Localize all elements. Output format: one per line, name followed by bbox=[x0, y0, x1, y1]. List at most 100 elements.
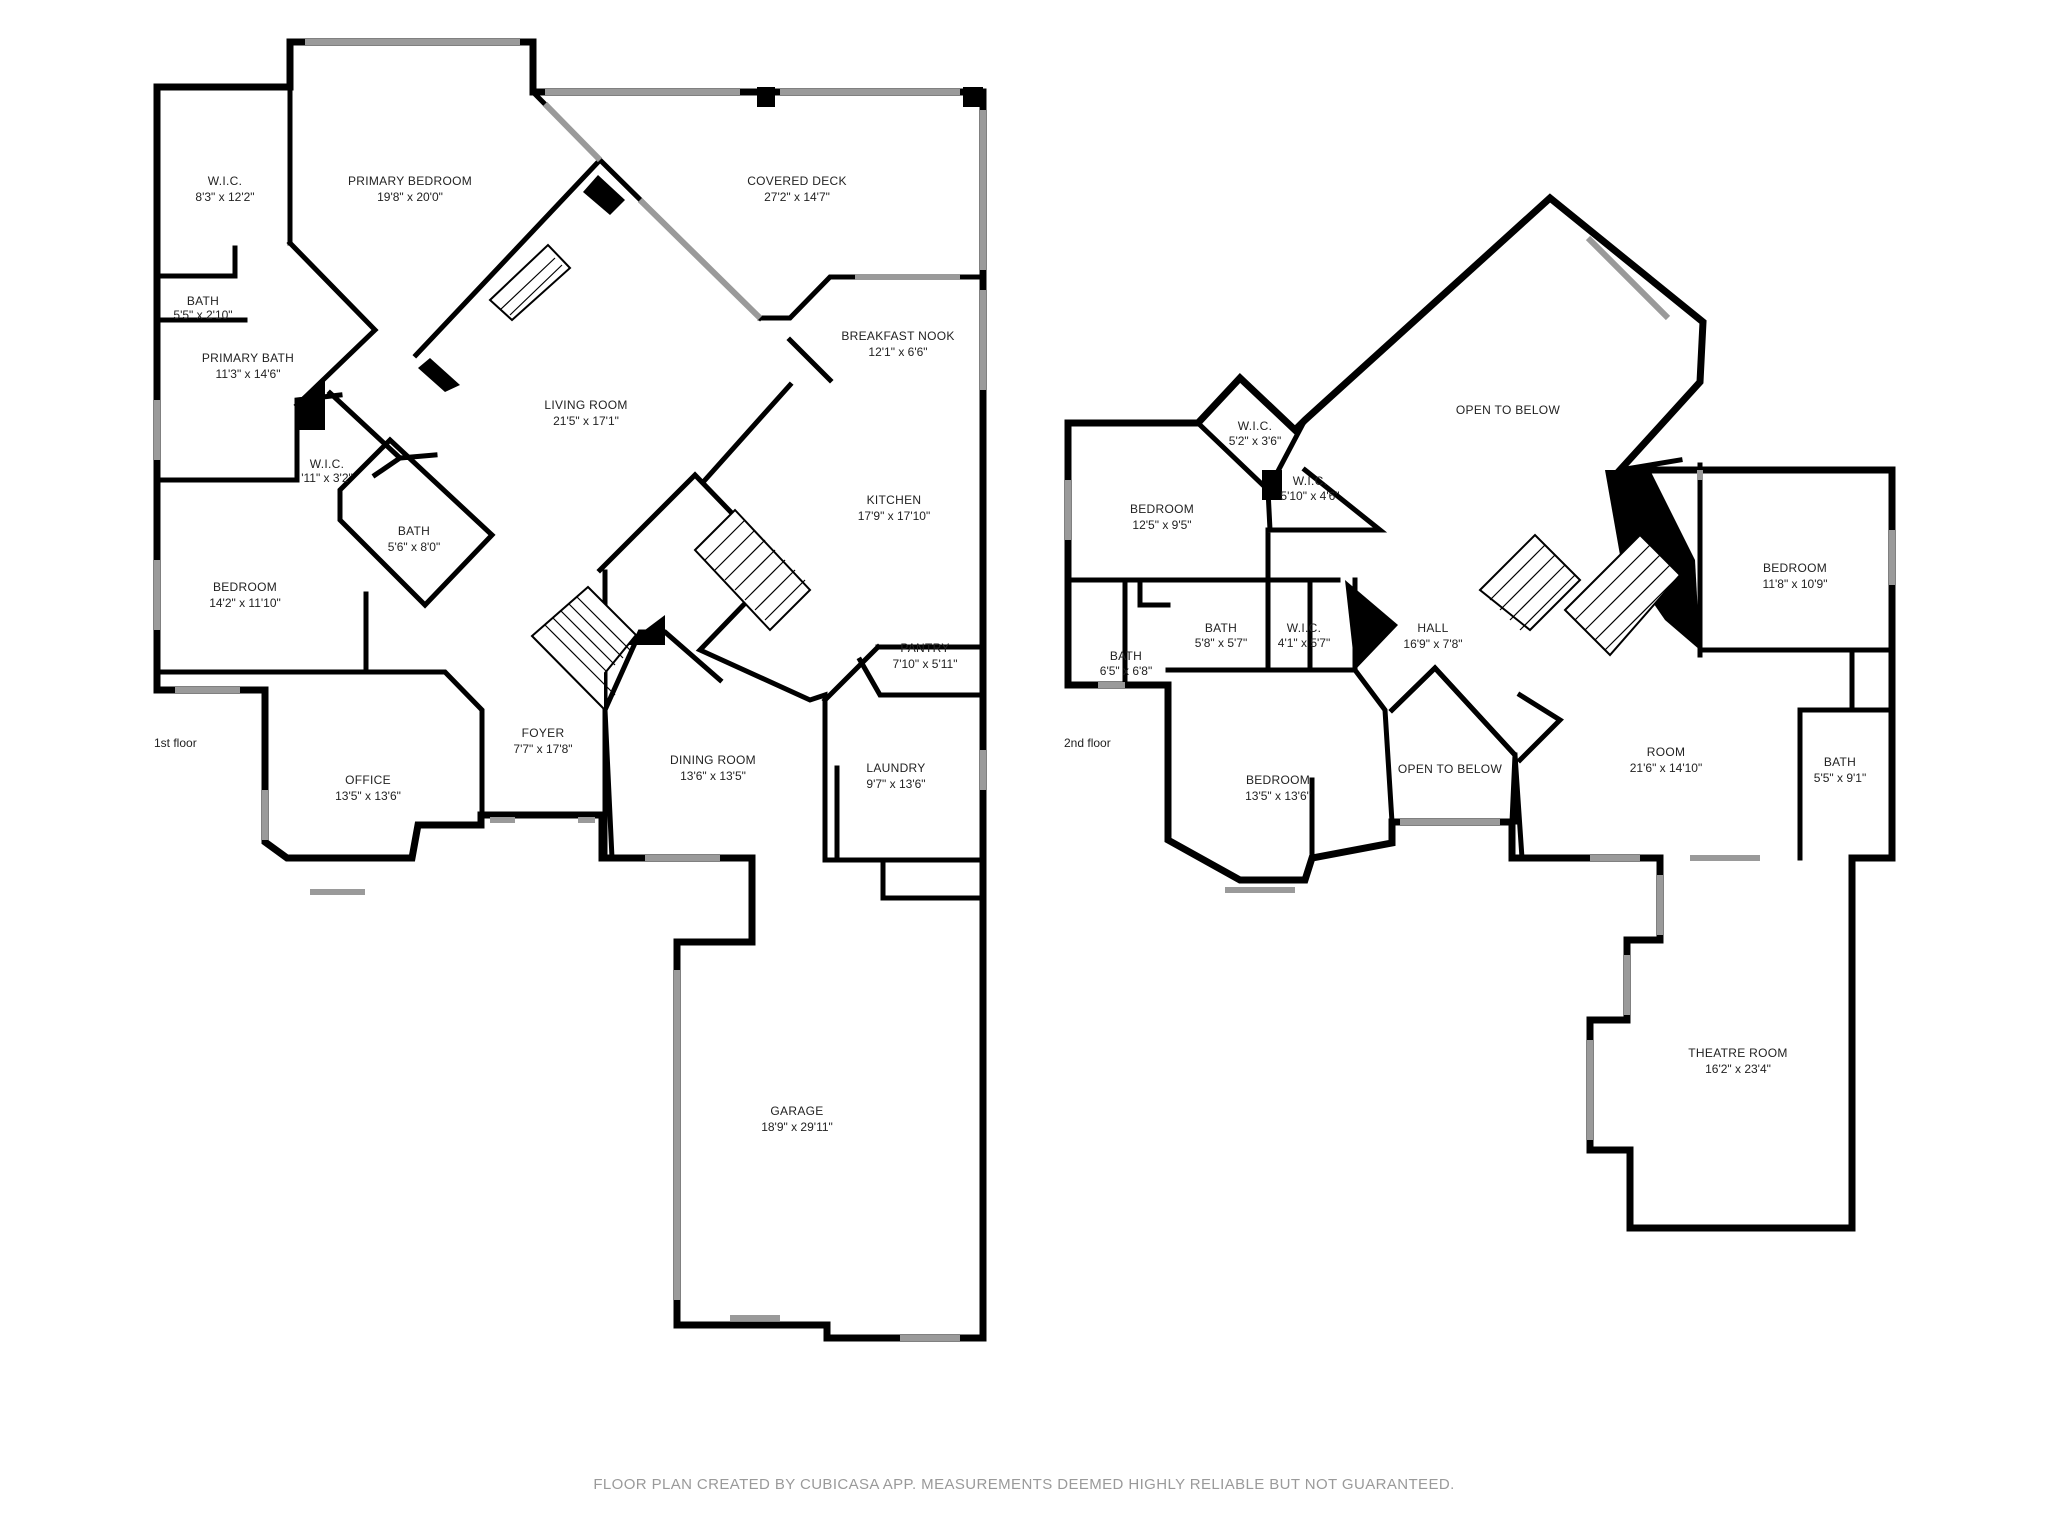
first-floor-exterior-wall bbox=[153, 38, 987, 1342]
room-dimensions: 5'6" x 8'0" bbox=[388, 540, 440, 554]
room-wic-small: W.I.C. '11" x 3'2" bbox=[301, 457, 353, 485]
room-name: ROOM bbox=[1647, 745, 1686, 759]
room-name: PRIMARY BEDROOM bbox=[348, 174, 472, 188]
room-name: BATH bbox=[1110, 649, 1142, 663]
room-garage: GARAGE 18'9" x 29'11" bbox=[761, 1104, 833, 1134]
open-to-below-chevron bbox=[1388, 664, 1518, 825]
first-floor-interior-walls-left bbox=[154, 84, 496, 818]
room-dimensions: 21'5" x 17'1" bbox=[553, 414, 619, 428]
room-name: BEDROOM bbox=[1763, 561, 1827, 575]
room-theatre-room: THEATRE ROOM 16'2" x 23'4" bbox=[1688, 1046, 1787, 1076]
second-floor-stair-right bbox=[1563, 533, 1682, 657]
room-name: BEDROOM bbox=[213, 580, 277, 594]
room-bedroom: BEDROOM 14'2" x 11'10" bbox=[209, 580, 281, 610]
room-bath: BATH 5'6" x 8'0" bbox=[388, 524, 440, 554]
second-floor-plan bbox=[1064, 193, 1896, 1232]
hall-wall-mass bbox=[1345, 580, 1398, 670]
room-bath-small: BATH 5'5" x 2'10" bbox=[173, 294, 232, 322]
first-floor-plan bbox=[153, 38, 987, 1342]
room-name: KITCHEN bbox=[867, 493, 922, 507]
first-floor-stair-right bbox=[693, 508, 812, 632]
room-pantry: PANTRY 7'10" x 5'11" bbox=[893, 641, 958, 671]
room-name: BREAKFAST NOOK bbox=[841, 329, 954, 343]
room-dining-room: DINING ROOM 13'6" x 13'5" bbox=[670, 753, 756, 783]
room-dimensions: 11'8" x 10'9" bbox=[1763, 577, 1828, 591]
room-name: BEDROOM bbox=[1130, 502, 1194, 516]
room-bath-upper-c: BATH 5'5" x 9'1" bbox=[1814, 755, 1866, 785]
fireplace-hearth bbox=[488, 243, 572, 322]
room-primary-bedroom: PRIMARY BEDROOM 19'8" x 20'0" bbox=[348, 174, 472, 204]
room-name: BATH bbox=[398, 524, 430, 538]
room-name: BEDROOM bbox=[1246, 773, 1310, 787]
room-dimensions: 5'5" x 2'10" bbox=[173, 308, 232, 322]
second-floor-windows bbox=[1065, 235, 1895, 1140]
room-dimensions: 9'7" x 13'6" bbox=[866, 777, 925, 791]
room-name: BATH bbox=[187, 294, 219, 308]
room-name: PANTRY bbox=[900, 641, 949, 655]
room-upper-room: ROOM 21'6" x 14'10" bbox=[1630, 745, 1703, 775]
room-dimensions: 16'9" x 7'8" bbox=[1403, 637, 1462, 651]
floor-label-second: 2nd floor bbox=[1064, 736, 1111, 750]
room-dimensions: 5'8" x 5'7" bbox=[1195, 636, 1247, 650]
floor-label-first: 1st floor bbox=[154, 736, 197, 750]
second-floor-room-labels: OPEN TO BELOW W.I.C. 5'2" x 3'6" W.I.C. … bbox=[1064, 403, 1866, 1076]
room-name: HALL bbox=[1417, 621, 1448, 635]
room-name: W.I.C. bbox=[1238, 419, 1272, 433]
room-name: LAUNDRY bbox=[866, 761, 925, 775]
room-foyer: FOYER 7'7" x 17'8" bbox=[513, 726, 572, 756]
room-dimensions: 14'2" x 11'10" bbox=[209, 596, 281, 610]
first-floor-windows bbox=[154, 39, 986, 1341]
room-dimensions: 12'1" x 6'6" bbox=[868, 345, 927, 359]
room-dimensions: 13'5" x 13'6" bbox=[335, 789, 401, 803]
room-bedroom-upper-right: BEDROOM 11'8" x 10'9" bbox=[1763, 561, 1828, 591]
room-name: W.I.C. bbox=[1293, 474, 1327, 488]
room-dimensions: 13'5" x 13'6" bbox=[1245, 789, 1311, 803]
room-dimensions: 12'5" x 9'5" bbox=[1132, 518, 1191, 532]
deck-pillar-1 bbox=[757, 87, 775, 107]
room-name: BATH bbox=[1824, 755, 1856, 769]
room-dimensions: 21'6" x 14'10" bbox=[1630, 761, 1703, 775]
room-dimensions: 4'1" x 5'7" bbox=[1278, 636, 1330, 650]
room-name: W.I.C. bbox=[1287, 621, 1321, 635]
room-name: BATH bbox=[1205, 621, 1237, 635]
room-wic: W.I.C. 8'3" x 12'2" bbox=[195, 174, 254, 204]
room-dimensions: 5'5" x 9'1" bbox=[1814, 771, 1866, 785]
room-primary-bath: PRIMARY BATH 11'3" x 14'6" bbox=[202, 351, 294, 381]
room-bath-upper-b: BATH 6'5" x 6'8" bbox=[1100, 649, 1152, 678]
room-open-to-below-lower: OPEN TO BELOW bbox=[1398, 762, 1503, 776]
wic-wall-mass bbox=[1262, 470, 1282, 500]
room-name: THEATRE ROOM bbox=[1688, 1046, 1787, 1060]
room-name: COVERED DECK bbox=[747, 174, 847, 188]
room-open-to-below-upper: OPEN TO BELOW bbox=[1456, 403, 1560, 417]
room-name: OFFICE bbox=[345, 773, 391, 787]
room-dimensions: 27'2" x 14'7" bbox=[764, 190, 830, 204]
room-bedroom-upper-lower: BEDROOM 13'5" x 13'6" bbox=[1245, 773, 1311, 803]
room-bath-upper-a: BATH 5'8" x 5'7" bbox=[1195, 621, 1247, 650]
room-name: OPEN TO BELOW bbox=[1398, 762, 1503, 776]
bath-wall-mass bbox=[298, 378, 325, 430]
fireplace-mass-upper bbox=[583, 175, 625, 215]
room-name: GARAGE bbox=[770, 1104, 823, 1118]
room-office: OFFICE 13'5" x 13'6" bbox=[335, 773, 401, 803]
room-breakfast-nook: BREAKFAST NOOK 12'1" x 6'6" bbox=[841, 329, 954, 359]
room-dimensions: 17'9" x 17'10" bbox=[858, 509, 931, 523]
second-floor-interior-walls bbox=[1065, 416, 1895, 861]
second-floor-stair-left bbox=[1478, 533, 1582, 632]
room-name: W.I.C. bbox=[310, 457, 344, 471]
first-floor-stair-left bbox=[530, 585, 638, 713]
room-dimensions: 18'9" x 29'11" bbox=[761, 1120, 833, 1134]
room-kitchen: KITCHEN 17'9" x 17'10" bbox=[858, 493, 931, 523]
deck-pillar-2 bbox=[963, 87, 983, 107]
room-name: LIVING ROOM bbox=[544, 398, 627, 412]
room-dimensions: 7'10" x 5'11" bbox=[893, 657, 958, 671]
room-dimensions: '11" x 3'2" bbox=[301, 471, 353, 485]
room-dimensions: 5'10" x 4'6" bbox=[1280, 489, 1339, 503]
room-dimensions: 13'6" x 13'5" bbox=[680, 769, 746, 783]
room-dimensions: 5'2" x 3'6" bbox=[1229, 434, 1281, 448]
room-dimensions: 7'7" x 17'8" bbox=[513, 742, 572, 756]
room-hall: HALL 16'9" x 7'8" bbox=[1403, 621, 1462, 651]
room-wic-upper-a: W.I.C. 5'2" x 3'6" bbox=[1229, 419, 1281, 448]
fireplace-mass-lower bbox=[418, 358, 460, 392]
room-dimensions: 8'3" x 12'2" bbox=[195, 190, 254, 204]
room-wic-upper-c: W.I.C. 4'1" x 5'7" bbox=[1278, 621, 1330, 650]
